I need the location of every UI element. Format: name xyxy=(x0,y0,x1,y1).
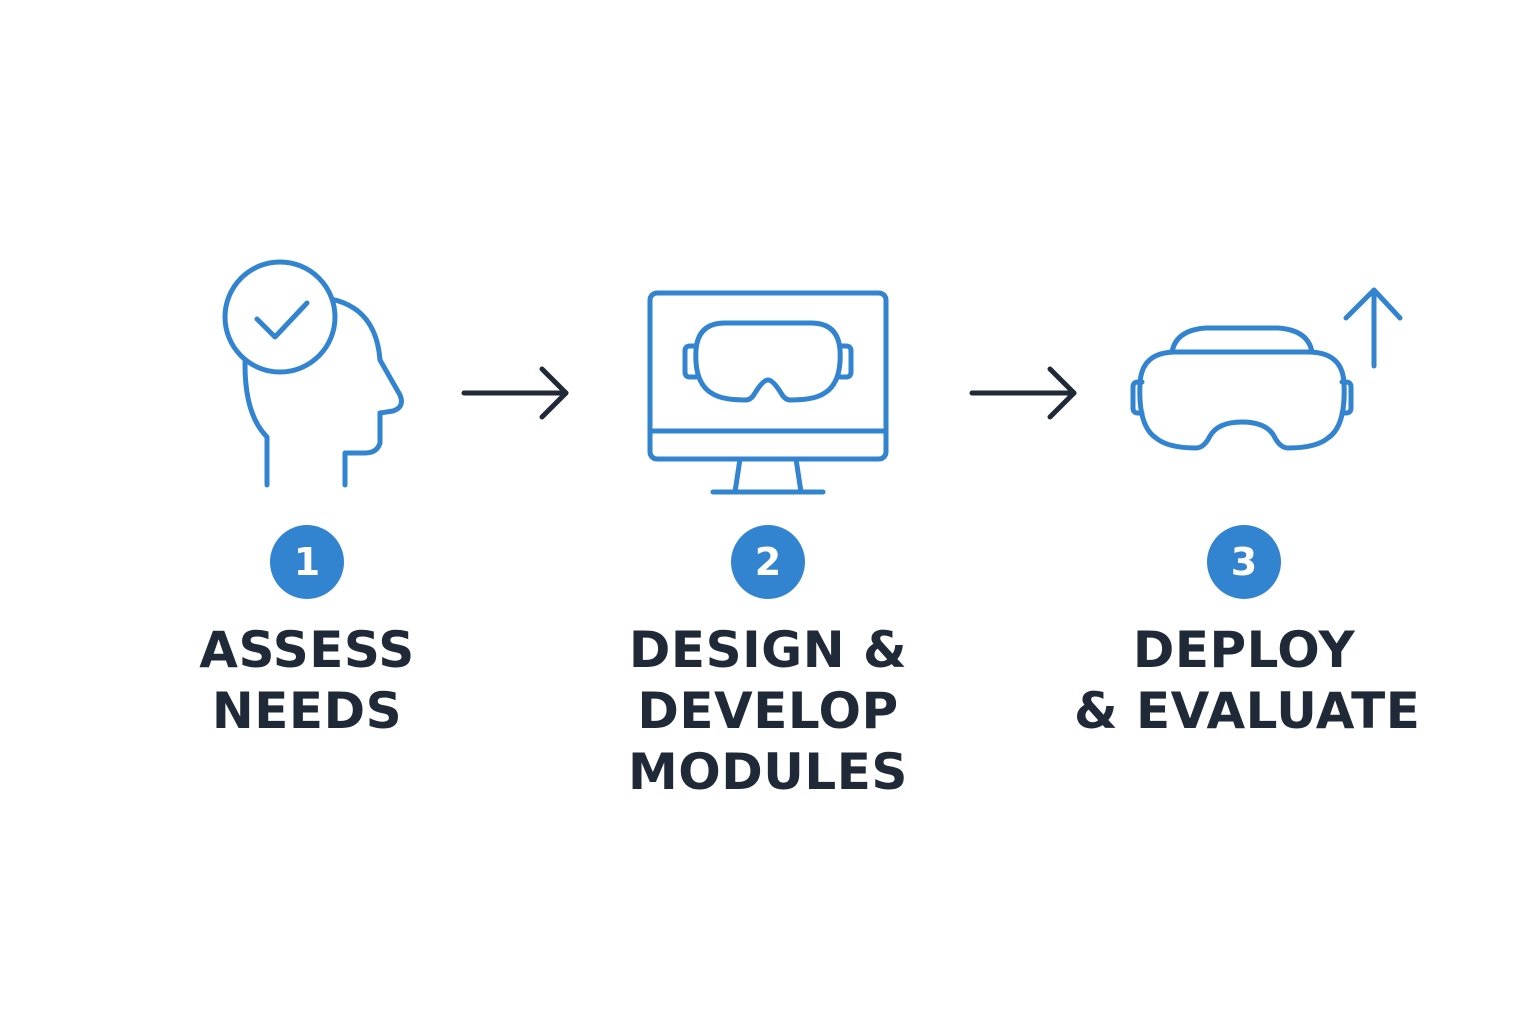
step-label-line: DEVELOP xyxy=(637,682,899,740)
step-number-badge: 1 xyxy=(270,525,344,599)
step-label-line: ASSESS xyxy=(199,621,415,679)
step-label: DEPLOY & EVALUATE xyxy=(1074,620,1421,742)
step-label-line: NEEDS xyxy=(211,682,403,740)
step-label-line: & EVALUATE xyxy=(1074,682,1421,740)
head-check-icon xyxy=(222,259,404,488)
step-number-badge: 3 xyxy=(1207,525,1281,599)
arrow-right-icon xyxy=(461,366,569,420)
step-label: DESIGN & DEVELOP MODULES xyxy=(618,620,918,803)
step-label: ASSESS NEEDS xyxy=(157,620,457,742)
step-label-line: DESIGN & xyxy=(628,621,908,679)
step-label-line: MODULES xyxy=(628,743,908,801)
monitor-vr-headset-icon xyxy=(647,290,889,495)
arrow-right-icon xyxy=(969,366,1077,420)
step-label-line: DEPLOY xyxy=(1132,621,1356,679)
vr-headset-upload-icon xyxy=(1130,287,1403,451)
step-number-badge: 2 xyxy=(731,525,805,599)
